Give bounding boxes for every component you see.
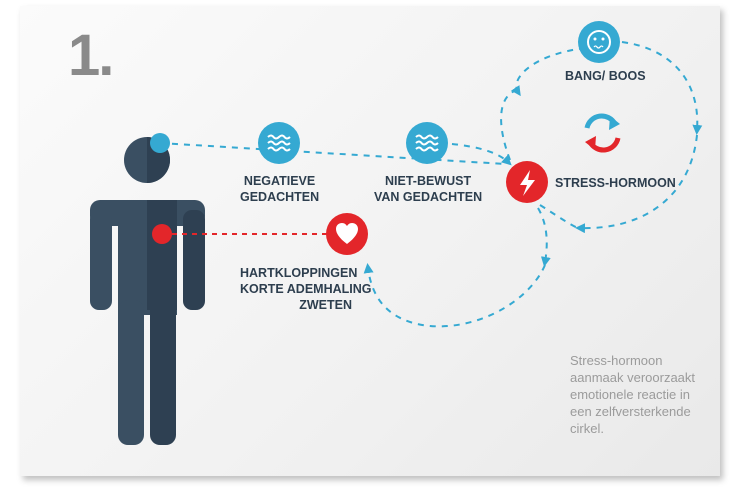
explanation-note: Stress-hormoon aanmaak veroorzaakt emoti… <box>570 353 696 436</box>
worried-face-icon <box>578 21 620 63</box>
fear-anger-label: BANG/ BOOS <box>565 69 646 83</box>
to-stress-arrow <box>439 142 512 166</box>
feedback-arrow <box>363 263 546 328</box>
step-number: 1. <box>68 23 114 88</box>
symptoms-label: HARTKLOPPINGEN KORTE ADEMHALING ZWETEN <box>240 266 372 312</box>
stress-hormone-label: STRESS-HORMOON <box>555 176 676 190</box>
unconscious-thoughts-label: NIET-BEWUST VAN GEDACHTEN <box>374 174 483 204</box>
cycle-link <box>539 204 583 231</box>
cycle-arrow-bottom <box>575 134 698 234</box>
human-figure <box>90 137 205 445</box>
lightning-icon <box>506 161 548 203</box>
stress-down-arrow <box>537 207 551 267</box>
cycle-arrow-up <box>500 89 518 161</box>
heart-icon <box>326 213 368 255</box>
negative-thoughts-label: NEGATIEVE GEDACHTEN <box>240 174 320 204</box>
wave-icon <box>406 122 448 164</box>
head-dot <box>150 133 170 153</box>
thought-path-line <box>159 142 506 165</box>
cycle-icon <box>584 113 621 153</box>
cycle-arrow-right <box>621 41 703 135</box>
cycle-arrow-left <box>511 47 586 97</box>
heart-dot <box>152 224 172 244</box>
wave-icon <box>258 122 300 164</box>
